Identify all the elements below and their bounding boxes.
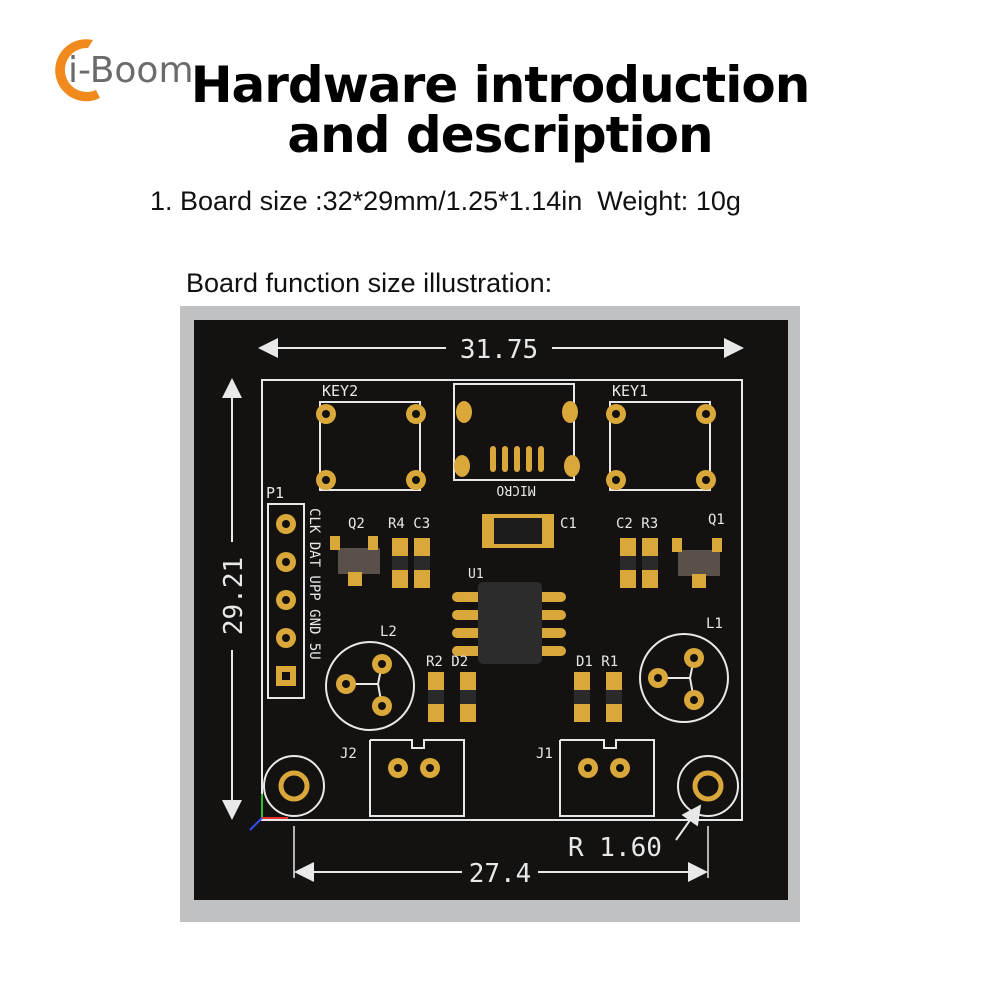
j1-connector — [559, 739, 655, 817]
c1-label: C1 — [560, 516, 577, 532]
logo-mark — [55, 39, 100, 102]
u1-chip — [452, 582, 566, 664]
c1-component — [482, 514, 554, 548]
r2-d2-components — [428, 672, 476, 722]
q1-label: Q1 — [708, 512, 725, 528]
pcb-illustration: 31.75 29.21 27.4 R 1.60 KEY2 KEY1 — [180, 306, 800, 922]
j2-connector — [369, 739, 465, 817]
d1r1-label: D1 R1 — [576, 654, 618, 670]
key2-label: KEY2 — [322, 382, 358, 400]
key2-switch — [316, 401, 426, 491]
l1-label: L1 — [706, 616, 723, 632]
c2-r3-components — [620, 538, 658, 588]
title-line-1: Hardware introduction — [190, 56, 811, 114]
dim-left-label: 29.21 — [219, 557, 249, 635]
l2-label: L2 — [380, 624, 397, 640]
j1-label: J1 — [536, 746, 553, 762]
l2-inductor — [325, 641, 415, 731]
logo-crescent-icon — [55, 39, 100, 102]
logo-text: i-Boom — [68, 50, 194, 91]
dim-radius-label: R 1.60 — [568, 833, 662, 863]
p1-pin-labels: CLK DAT UPP GND 5U — [306, 508, 322, 660]
q2-label: Q2 — [348, 516, 365, 532]
d1-r1-components — [574, 672, 622, 722]
p1-header — [267, 503, 305, 699]
r4-c3-components — [392, 538, 430, 588]
micro-label: MICRO — [496, 482, 535, 497]
micro-usb-connector — [453, 383, 580, 481]
board-size-line: 1. Board size :32*29mm/1.25*1.14in Weigh… — [150, 186, 741, 216]
j2-label: J2 — [340, 746, 357, 762]
key1-label: KEY1 — [612, 382, 648, 400]
dim-top-label: 31.75 — [460, 335, 538, 365]
r4c3-label: R4 C3 — [388, 516, 430, 532]
l1-inductor — [639, 633, 729, 723]
board-outline — [261, 379, 743, 821]
q2-transistor — [330, 536, 380, 586]
title-line-2: and description — [287, 106, 713, 164]
mount-hole-right — [677, 755, 739, 817]
u1-label: U1 — [468, 567, 484, 582]
c2r3-label: C2 R3 — [616, 516, 658, 532]
q1-transistor — [672, 538, 722, 588]
p1-label: P1 — [266, 484, 284, 502]
dim-bottom-label: 27.4 — [469, 859, 532, 889]
mount-hole-left — [263, 755, 325, 817]
key1-switch — [606, 401, 716, 491]
page-title: Hardware introduction and description — [0, 60, 1000, 160]
r2d2-label: R2 D2 — [426, 654, 468, 670]
illustration-label: Board function size illustration: — [186, 268, 553, 298]
